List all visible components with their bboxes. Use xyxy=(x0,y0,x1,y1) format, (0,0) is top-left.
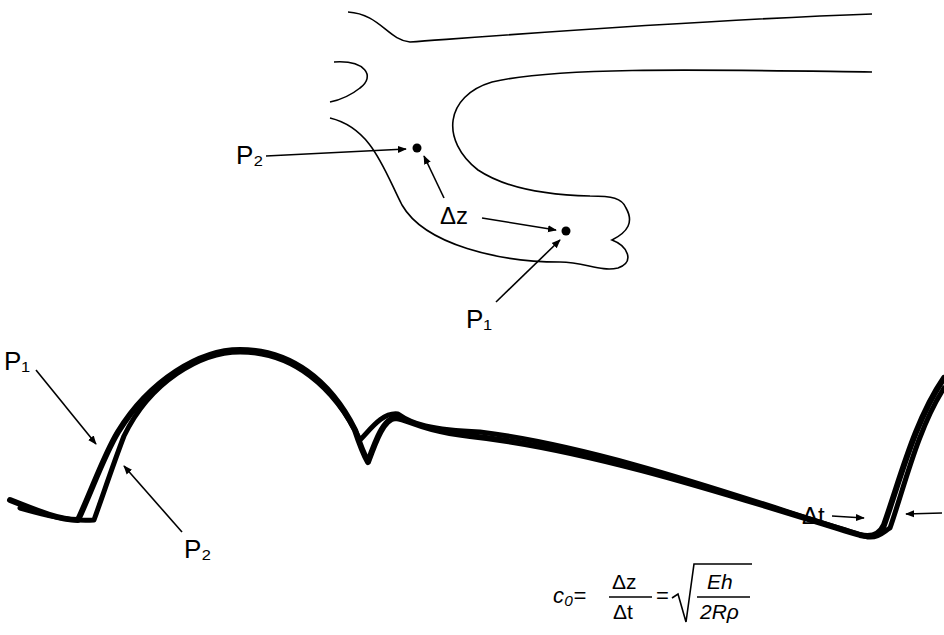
aorta-outline xyxy=(330,12,872,269)
leader-arrow xyxy=(482,218,556,230)
formula-term: Δt xyxy=(613,601,633,622)
formula-term: = xyxy=(656,585,669,607)
vessel-wall xyxy=(348,12,872,42)
formula-term: Eh xyxy=(707,571,733,592)
delay-label: Δt xyxy=(802,504,825,528)
fraction-bar xyxy=(697,596,750,598)
measure-point xyxy=(413,144,422,153)
wave-label: P₂ xyxy=(184,536,211,562)
leader-arrow xyxy=(424,156,444,198)
point-label: P₁ xyxy=(466,306,492,332)
wave-label: P₁ xyxy=(4,348,30,374)
leader-arrow xyxy=(832,516,864,518)
formula-term: 2Rρ xyxy=(700,601,739,622)
leader-arrow xyxy=(906,513,942,514)
distance-label: Δz xyxy=(440,204,468,228)
vessel-wall xyxy=(330,70,872,269)
distal-pressure-wave xyxy=(20,352,944,537)
branch-wall xyxy=(330,62,367,102)
formula-term: c₀= xyxy=(553,585,586,607)
measure-point xyxy=(562,227,571,236)
leader-arrow xyxy=(496,240,560,302)
leader-arrow xyxy=(36,370,96,444)
leader-lines xyxy=(36,149,942,532)
formula-strokes xyxy=(609,564,752,622)
leader-arrow xyxy=(266,149,406,156)
proximal-pressure-wave xyxy=(10,350,944,536)
root-sign xyxy=(672,564,752,622)
pressure-waveforms xyxy=(10,350,944,537)
leader-arrow xyxy=(124,466,182,532)
formula-term: Δz xyxy=(612,571,637,592)
point-label: P₂ xyxy=(236,142,263,168)
fraction-bar xyxy=(609,596,652,598)
